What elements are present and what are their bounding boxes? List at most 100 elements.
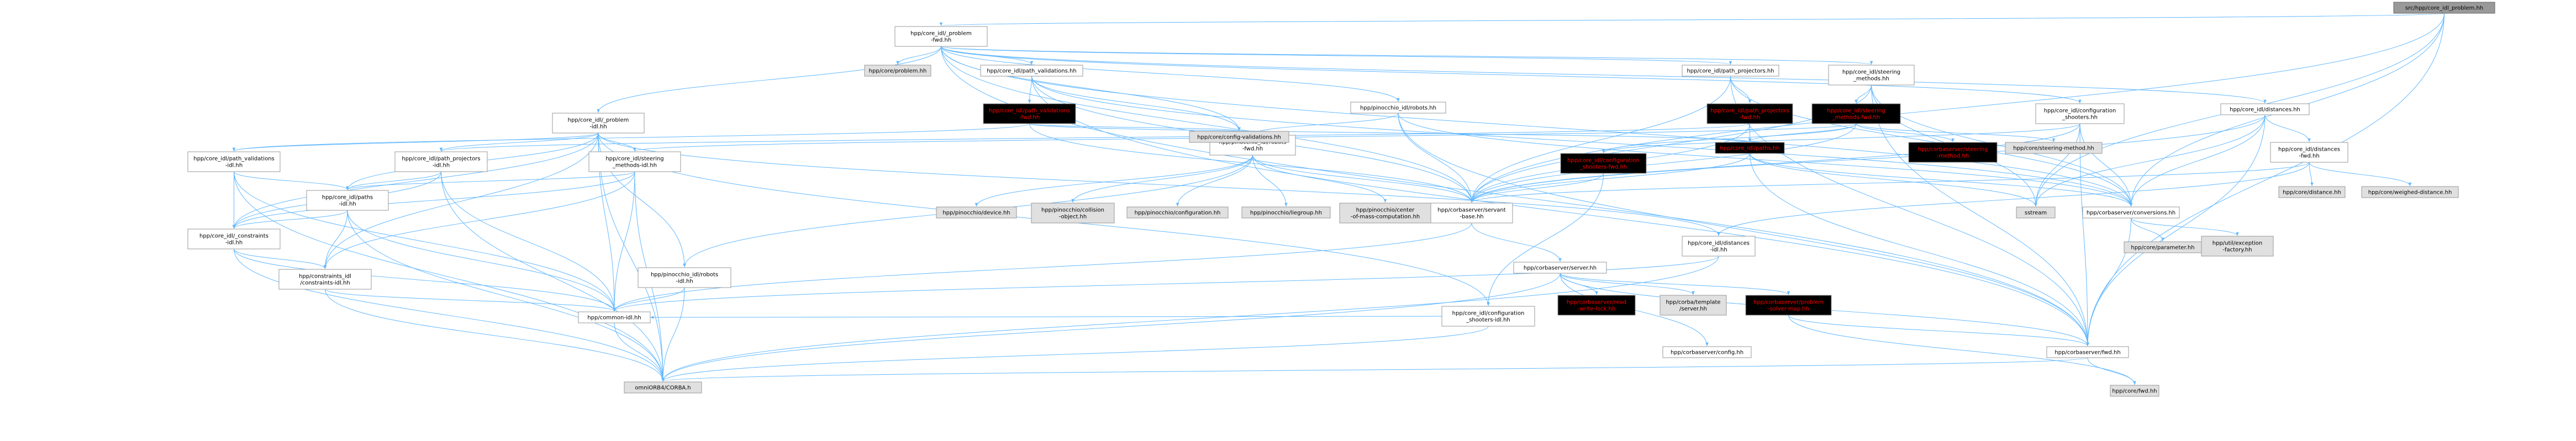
edge-distancesh-to-fwd xyxy=(2086,114,2266,347)
node-hpp-core-idl-path-validations-hh[interactable]: hpp/core_idl/path_validations.hh xyxy=(980,65,1083,77)
node-src-hpp-core-idl-problem-hh[interactable]: src/hpp/core_idl_problem.hh xyxy=(2393,2,2495,14)
node-box xyxy=(1241,206,1331,219)
edge-confshootfwd-to-confshoot xyxy=(1487,173,1604,306)
node-hpp-core-idl-distances-hh[interactable]: hpp/core_idl/distances.hh xyxy=(2220,103,2310,115)
edge-pinrobots-to-omni xyxy=(661,287,685,382)
node-hpp-core-idl-steering-methods-fwd-hh[interactable]: hpp/core_idl/steering_methods-fwd.hh xyxy=(1811,103,1901,124)
edge-pinrobots_h-to-fwd xyxy=(1398,113,2089,347)
node-label: hpp/core_idl/configuration xyxy=(1567,158,1640,164)
node-hpp-core-idl-path-validations-idl-hh[interactable]: hpp/core_idl/path_validations-idl.hh xyxy=(187,151,281,172)
node-hpp-core-idl-steering-methods-hh[interactable]: hpp/core_idl/steering_methods.hh xyxy=(1828,65,1915,86)
node-label: hpp/core_idl/paths xyxy=(322,195,373,201)
edge-paths-to-common xyxy=(347,210,616,312)
node-hpp-core-idl-path-projectors-idl-hh[interactable]: hpp/core_idl/path_projectors-idl.hh xyxy=(394,151,488,172)
node-hpp-corbaserver-read-write-lock-hh[interactable]: hpp/corbaserver/read-write-lock.hh xyxy=(1557,295,1636,316)
edge-root-to-fwd xyxy=(2086,13,2445,347)
node-hpp-core-idl-configuration-shooters-fwd-hh[interactable]: hpp/core_idl/configuration_shooters-fwd.… xyxy=(1560,153,1647,174)
node-label: hpp/util/exception xyxy=(2212,241,2262,247)
node-hpp-corba-template-server-hh: hpp/corba/template/server.hh xyxy=(1660,295,1727,316)
edge-server-to-corbatpl xyxy=(1560,273,1695,295)
node-label: hpp/constraints_idl xyxy=(299,274,351,280)
edge-conversions-to-fwd xyxy=(2086,217,2131,347)
edge-pathproj-to-common xyxy=(441,171,616,312)
edge-problemfwd-to-pathprojh xyxy=(941,46,1732,65)
edge-pathvalfwd-to-pathsh xyxy=(1029,123,1751,142)
edge-steeringfwd-to-confshootfwd xyxy=(1602,123,1857,153)
node-hpp-pinocchio-idl-robots-idl-hh[interactable]: hpp/pinocchio_idl/robots-idl.hh xyxy=(638,267,731,288)
edge-robotsfwd-to-pcenter xyxy=(1252,155,1387,203)
edge-common-to-omni xyxy=(614,322,665,382)
node-hpp-corbaserver-problem-solver-map-hh[interactable]: hpp/corbaserver/problem-solver-map.hh xyxy=(1745,295,1832,316)
node-box xyxy=(2393,2,2495,14)
node-hpp-core-idl-path-projectors-fwd-hh[interactable]: hpp/core_idl/path_projectors-fwd.hh xyxy=(1706,103,1793,124)
node-label: hpp/core_idl/configuration xyxy=(1452,311,1525,317)
node-label: hpp/pinocchio_idl/robots.hh xyxy=(1360,105,1436,111)
node-hpp-core-idl-configuration-shooters-idl-hh[interactable]: hpp/core_idl/configuration_shooters-idl.… xyxy=(1441,306,1535,327)
node-hpp-corbaserver-server-hh[interactable]: hpp/corbaserver/server.hh xyxy=(1513,262,1607,274)
node-hpp-core-idl-distances-fwd-hh[interactable]: hpp/core_idl/distances-fwd.hh xyxy=(2270,142,2348,163)
node-hpp-core-idl-distances-idl-hh[interactable]: hpp/core_idl/distances-idl.hh xyxy=(1682,236,1756,257)
node-hpp-corbaserver-conversions-hh[interactable]: hpp/corbaserver/conversions.hh xyxy=(2082,206,2180,219)
node-label: -fwd.hh xyxy=(1740,115,1760,121)
node-hpp-core-idl-problem-fwd-hh[interactable]: hpp/core_idl/_problem-fwd.hh xyxy=(894,26,988,47)
node-hpp-pinocchio-device-hh: hpp/pinocchio/device.hh xyxy=(936,206,1017,219)
edge-pathprojh-to-conversions xyxy=(1730,76,2133,207)
edge-confshooth-to-fwd xyxy=(2079,123,2089,347)
node-box xyxy=(980,65,1083,77)
node-box xyxy=(1908,142,1998,163)
edge-problemfwd-to-problem xyxy=(597,46,941,113)
edge-pathsh-to-fwd xyxy=(1750,153,2089,347)
node-label: hpp/common-idl.hh xyxy=(587,315,641,321)
node-hpp-corbaserver-servant-base-hh[interactable]: hpp/corbaserver/servant-base.hh xyxy=(1430,203,1513,224)
edge-conversions-to-coreparam xyxy=(2131,217,2164,242)
edge-problem-to-constr2 xyxy=(323,132,599,269)
edge-fwd-to-corefwd xyxy=(2087,357,2136,385)
edge-problemfwd-to-pinrobots_h xyxy=(941,46,1400,102)
node-hpp-pinocchio-idl-robots-hh[interactable]: hpp/pinocchio_idl/robots.hh xyxy=(1350,102,1446,114)
edge-distancesh-to-sstream xyxy=(2034,114,2266,207)
edge-confshooth-to-confshootfwd xyxy=(1602,123,2080,153)
node-hpp-core-idl-constraints-idl-hh[interactable]: hpp/core_idl/_constraints-idl.hh xyxy=(187,229,281,249)
node-box xyxy=(2270,142,2348,163)
node-label: hpp/corbaserver/read xyxy=(1567,300,1626,306)
node-label: -solver-map.hh xyxy=(1768,306,1809,312)
edge-confshoot-to-common xyxy=(650,316,1442,319)
node-box xyxy=(1706,103,1793,124)
node-hpp-core-weighed-distance-hh: hpp/core/weighed-distance.hh xyxy=(2361,186,2459,198)
node-hpp-core-idl-path-validations-fwd-hh[interactable]: hpp/core_idl/path_validations-fwd.hh xyxy=(983,103,1076,124)
node-hpp-core-idl-configuration-shooters-hh[interactable]: hpp/core_idl/configuration_shooters.hh xyxy=(2035,103,2125,124)
edge-paths-to-constr2 xyxy=(323,210,348,269)
node-label: -fwd.hh xyxy=(2299,153,2319,160)
node-hpp-core-idl-paths-hh[interactable]: hpp/core_idl/paths.hh xyxy=(1715,142,1785,154)
node-hpp-core-idl-problem-idl-hh[interactable]: hpp/core_idl/_problem-idl.hh xyxy=(552,113,645,134)
node-box xyxy=(2278,186,2346,198)
edge-pathvalfwd-to-configval xyxy=(1029,123,1241,131)
node-label: -write-lock.hh xyxy=(1578,306,1615,312)
node-hpp-core-idl-steering-methods-idl-hh[interactable]: hpp/core_idl/steering_methods-idl.hh xyxy=(588,151,681,172)
node-box xyxy=(894,26,988,47)
node-hpp-constraints-idl-constraints-idl-hh[interactable]: hpp/constraints_idl/constraints-idl.hh xyxy=(278,269,372,290)
edge-problemfwd-to-conversions xyxy=(941,46,2133,207)
edge-robotsfwd-to-pdevice xyxy=(974,155,1253,207)
node-hpp-corbaserver-fwd-hh[interactable]: hpp/corbaserver/fwd.hh xyxy=(2046,346,2129,358)
edge-steeringh-to-servant xyxy=(1470,84,1872,203)
node-hpp-common-idl-hh[interactable]: hpp/common-idl.hh xyxy=(578,311,651,323)
edge-servant-to-server xyxy=(1471,222,1562,262)
node-label: hpp/pinocchio/collision xyxy=(1041,208,1104,214)
node-hpp-corbaserver-config-hh[interactable]: hpp/corbaserver/config.hh xyxy=(1662,346,1752,358)
node-label: hpp/corbaserver/fwd.hh xyxy=(2055,350,2120,356)
edge-problem-to-pathval xyxy=(232,132,599,152)
node-box xyxy=(1811,103,1901,124)
node-hpp-corbaserver-steering-method-hh[interactable]: hpp/corbaserver/steering-method.hh xyxy=(1908,142,1998,163)
edge-robotsfwd-to-pliegroup xyxy=(1252,155,1288,207)
node-label: hpp/core_idl/configuration xyxy=(2044,108,2116,114)
node-box xyxy=(278,269,372,290)
node-label: hpp/corbaserver/steering xyxy=(1918,147,1988,153)
node-label: hpp/pinocchio/center xyxy=(1356,208,1415,214)
node-hpp-core-idl-paths-idl-hh[interactable]: hpp/core_idl/paths-idl.hh xyxy=(306,190,389,211)
node-hpp-core-idl-path-projectors-hh[interactable]: hpp/core_idl/path_projectors.hh xyxy=(1682,65,1779,77)
edge-pathprojh-to-pathprojfwd xyxy=(1730,76,1752,104)
edge-paths-to-constraints xyxy=(232,210,348,229)
node-box xyxy=(187,151,281,172)
